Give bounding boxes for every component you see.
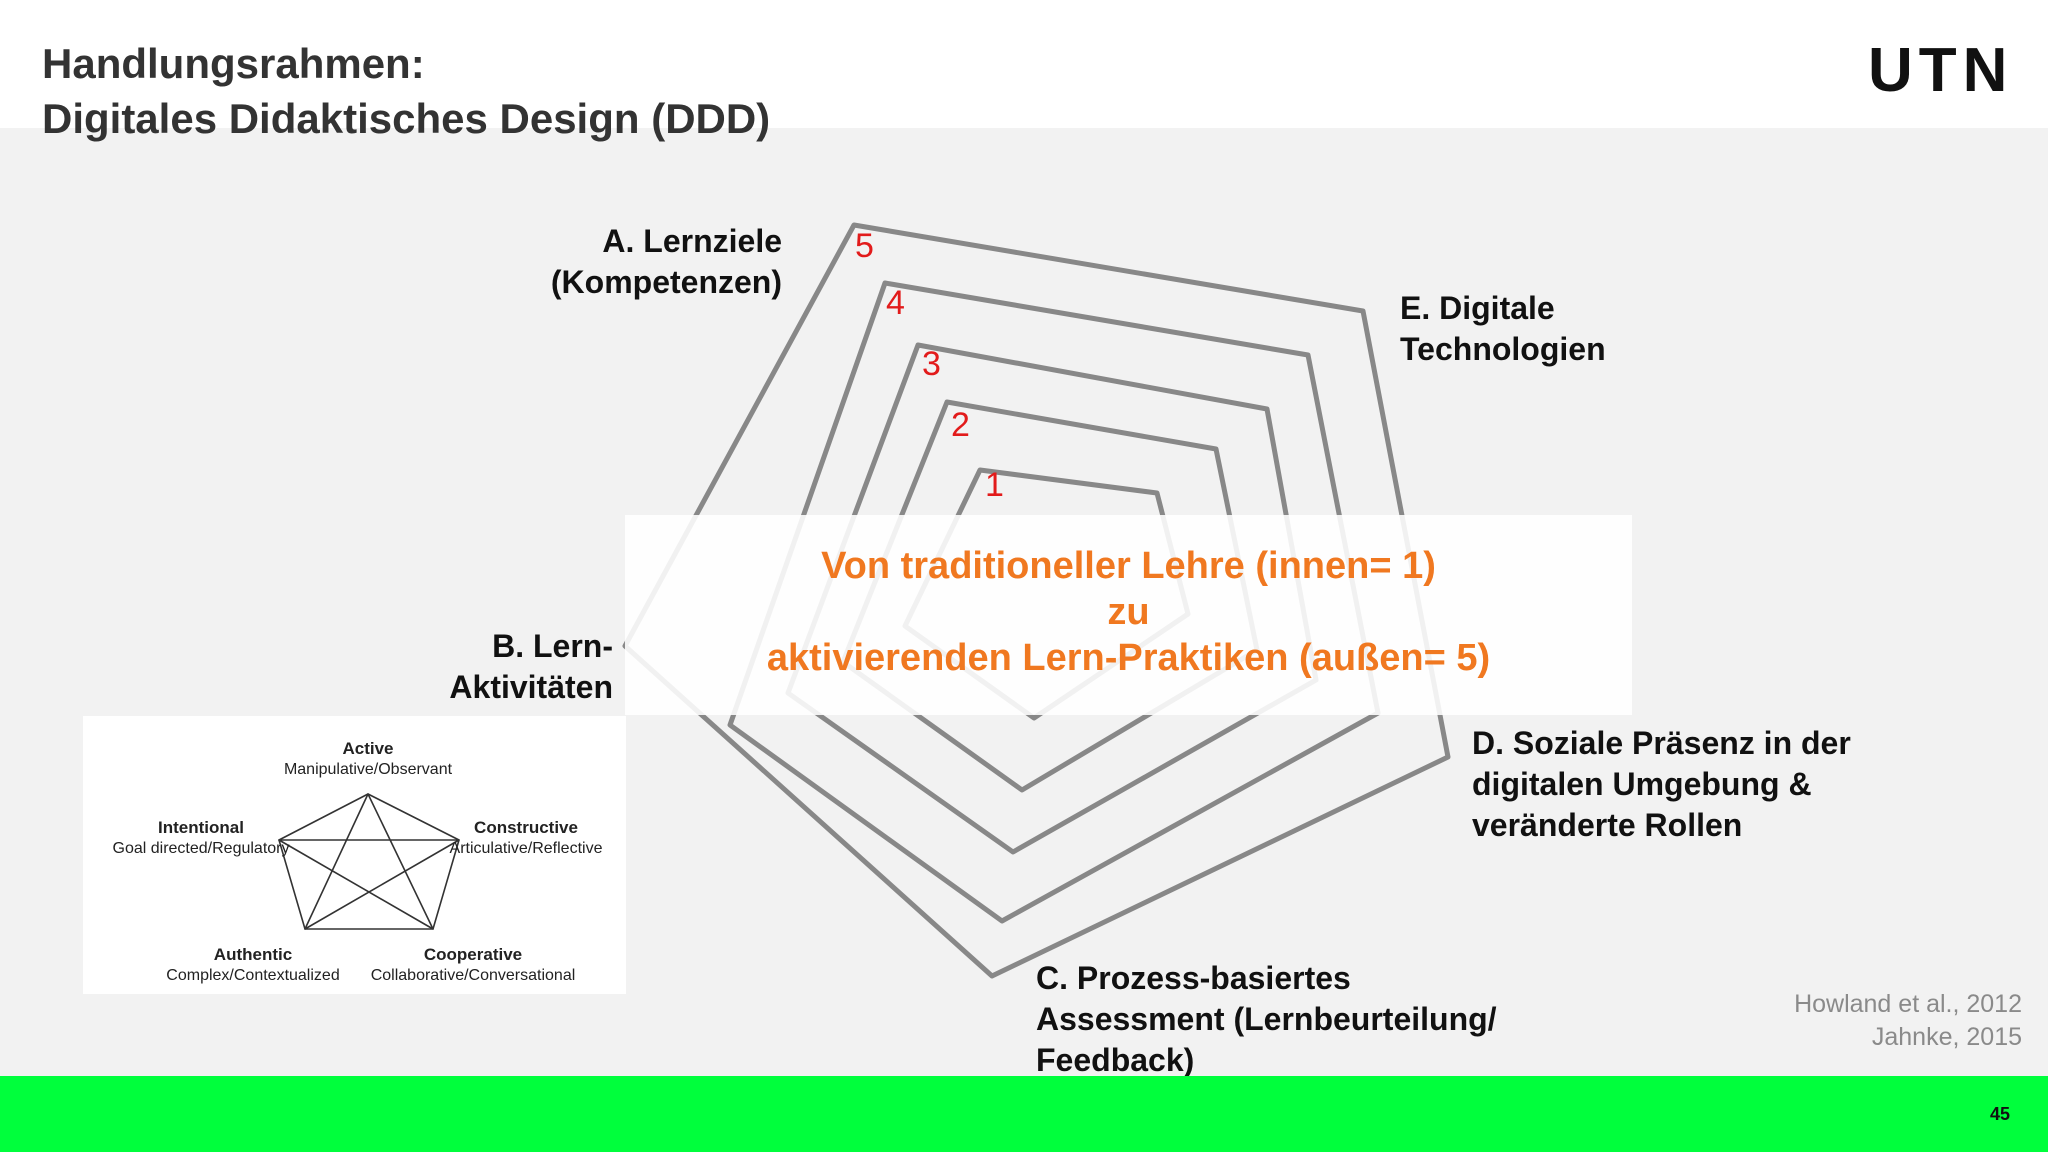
ring-number-5: 5 — [855, 227, 874, 265]
inset-intentional-label: Intentional Goal directed/Regulatory — [112, 818, 290, 857]
axis-label-a: A. Lernziele (Kompetenzen) — [550, 223, 782, 300]
axis-label-b: B. Lern- Aktivitäten — [449, 628, 613, 705]
overlay-line-1: Von traditioneller Lehre (innen= 1) — [821, 545, 1436, 587]
axis-label-e: E. Digitale Technologien — [1400, 290, 1606, 367]
citation-line-2: Jahnke, 2015 — [1871, 1023, 2022, 1051]
inset-active-label: Active Manipulative/Observant — [283, 739, 453, 778]
citation-line-1: Howland et al., 2012 — [1794, 990, 2022, 1018]
overlay-panel — [625, 515, 1632, 715]
title-line-1: Handlungsrahmen: — [42, 40, 425, 87]
title-line-2: Digitales Didaktisches Design (DDD) — [42, 95, 771, 142]
inset-star — [278, 793, 460, 930]
ring-number-4: 4 — [886, 284, 905, 322]
footer-bar — [0, 1076, 2048, 1152]
page-number: 45 — [1989, 1104, 2010, 1124]
axis-label-d: D. Soziale Präsenz in der digitalen Umge… — [1472, 725, 1851, 843]
overlay-line-3: aktivierenden Lern-Praktiken (außen= 5) — [766, 637, 1491, 679]
axis-label-c: C. Prozess-basiertes Assessment (Lernbeu… — [1036, 960, 1497, 1078]
inset-cooperative-label: Cooperative Collaborative/Conversational — [370, 945, 576, 984]
ring-number-3: 3 — [922, 345, 941, 383]
overlay-text: Von traditioneller Lehre (innen= 1) zu a… — [625, 543, 1632, 681]
inset-figure: Active Manipulative/Observant Intentiona… — [83, 716, 626, 994]
ring-number-1: 1 — [985, 466, 1004, 504]
slide-title: Handlungsrahmen: Digitales Didaktisches … — [42, 36, 770, 146]
ring-number-2: 2 — [951, 406, 970, 444]
utn-logo: UTN — [1868, 36, 2014, 105]
inset-pentagon — [278, 793, 460, 930]
inset-constructive-label: Constructive Articulative/Reflective — [449, 818, 603, 857]
inset-pentagram — [278, 793, 460, 930]
overlay-line-2: zu — [1107, 591, 1150, 633]
inset-authentic-label: Authentic Complex/Contextualized — [166, 945, 340, 984]
citation: Howland et al., 2012 Jahnke, 2015 — [1794, 988, 2022, 1054]
